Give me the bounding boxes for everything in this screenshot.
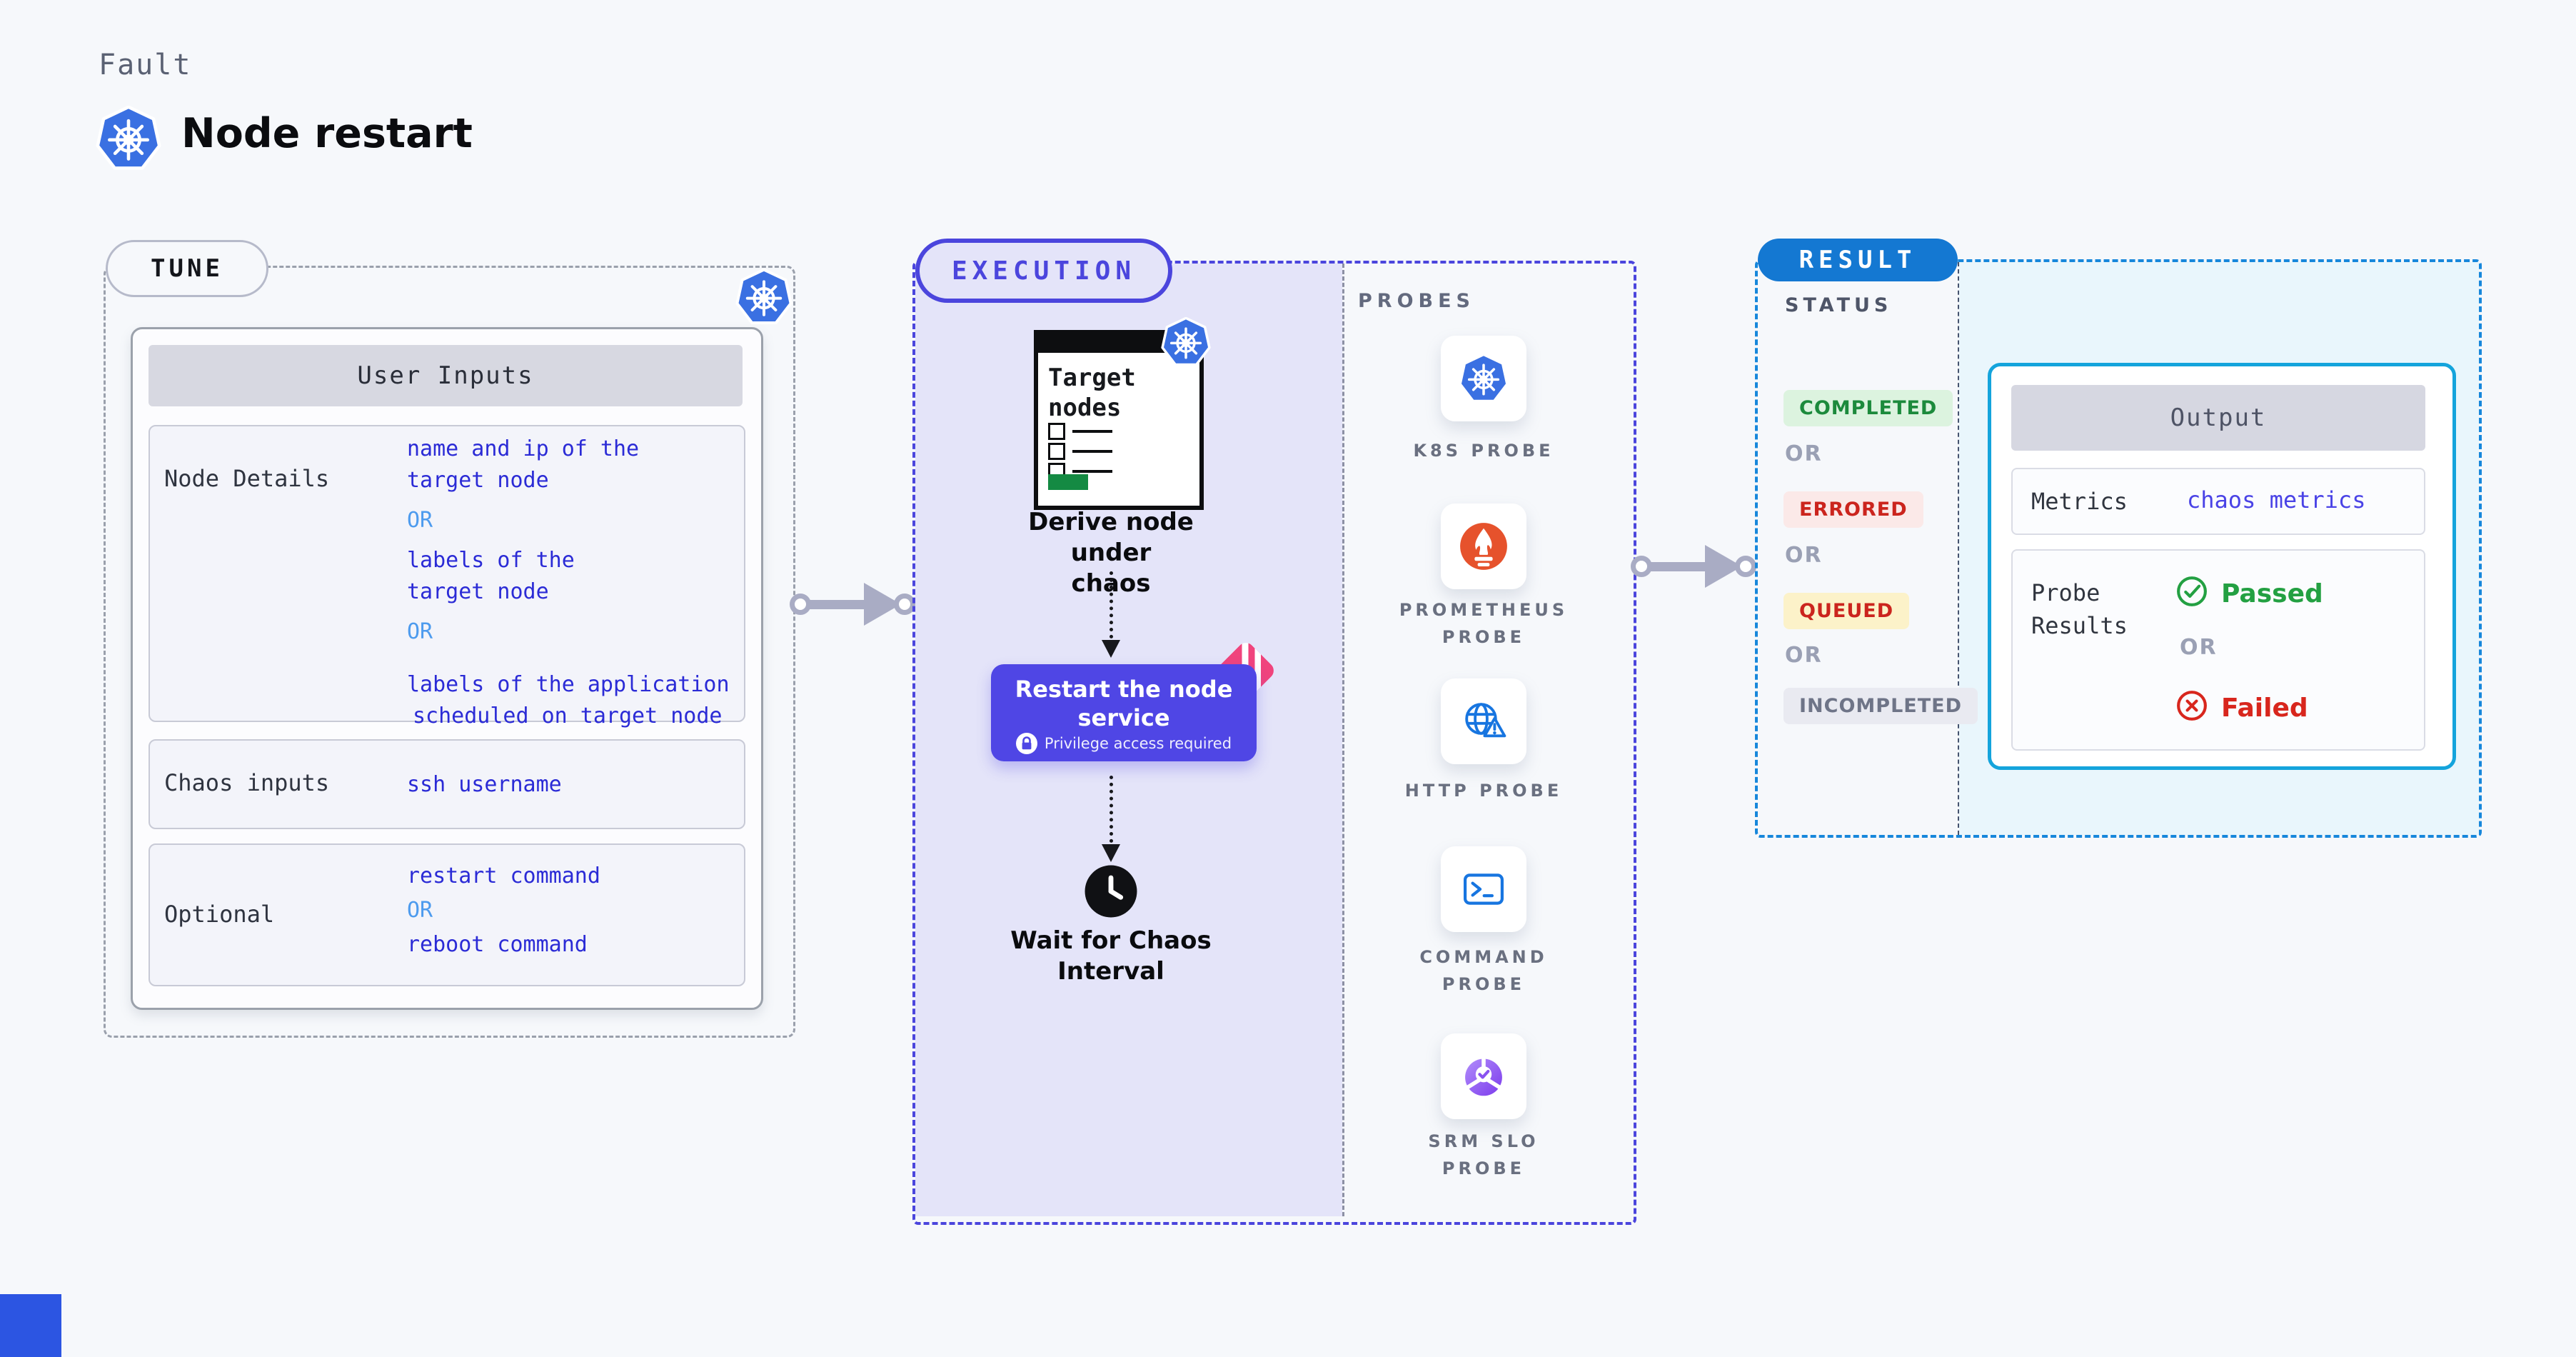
button-label: Restart the node [1015, 676, 1233, 703]
corner-blue-rect [0, 1294, 61, 1357]
probe-label: HTTP PROBE [1404, 781, 1563, 801]
http-globe-icon [1459, 696, 1509, 746]
fault-eyebrow: Fault [99, 49, 192, 81]
or-separator: OR [407, 619, 433, 644]
dotted-arrow [1110, 571, 1113, 639]
value-line: target node [407, 468, 549, 493]
row-label: Metrics [2031, 488, 2128, 515]
srm-slo-icon [1459, 1051, 1509, 1101]
probe-label: SRM SLO PROBE [1428, 1131, 1539, 1178]
x-circle-icon [2175, 689, 2208, 722]
or-separator: OR [407, 898, 433, 923]
execution-section [912, 261, 1636, 1225]
status-badge-completed: COMPLETED [1783, 390, 1953, 426]
or-separator: OR [1785, 441, 1823, 466]
value-line: restart command [407, 863, 600, 888]
privilege-note-text: Privilege access required [1044, 735, 1232, 752]
row-label: Chaos inputs [164, 769, 330, 796]
metrics-value: chaos metrics [2187, 486, 2366, 514]
clock-icon [1084, 864, 1138, 918]
status-badge-incompleted: INCOMPLETED [1783, 688, 1978, 724]
table-row-node-details: Node Details name and ip of the target n… [149, 425, 745, 728]
value-line: ssh username [407, 772, 562, 797]
dotted-arrow-head [1102, 844, 1120, 862]
table-row-chaos-inputs: Chaos inputs ssh username [149, 739, 745, 829]
table-row-optional: Optional restart command OR reboot comma… [149, 843, 745, 986]
or-separator: OR [407, 508, 433, 533]
tune-section [104, 266, 795, 1038]
restart-node-service-step: Restart the node service Privilege acces… [991, 639, 1277, 761]
value-line: target node [407, 579, 549, 604]
green-progress-bar [1048, 474, 1088, 490]
arrow-tune-to-execution [790, 583, 915, 626]
probe-card-command [1441, 846, 1526, 932]
probe-card-http [1441, 678, 1526, 764]
or-separator: OR [1785, 643, 1823, 668]
probe-label: K8S PROBE [1413, 441, 1554, 461]
row-label: Node Details [164, 465, 330, 492]
status-badge-queued: QUEUED [1783, 593, 1910, 629]
value-line: labels of the [407, 548, 575, 573]
kubernetes-icon [1161, 317, 1211, 367]
prometheus-icon [1459, 521, 1509, 571]
restart-service-button: Restart the node service Privilege acces… [991, 664, 1257, 761]
user-inputs-title: User Inputs [149, 345, 743, 406]
result-badge: RESULT [1758, 239, 1958, 281]
row-values: restart command OR reboot command [407, 861, 735, 961]
lock-icon [1016, 733, 1037, 754]
probe-label: COMMAND PROBE [1419, 947, 1548, 994]
kubernetes-icon [1459, 354, 1509, 404]
output-title: Output [2011, 385, 2425, 451]
button-label: service [1077, 704, 1170, 731]
or-separator: OR [1785, 543, 1823, 568]
failed-label: Failed [2221, 693, 2308, 723]
row-label: Probe Results [2031, 579, 2128, 639]
arrow-execution-to-result [1631, 545, 1756, 588]
dotted-arrow-head [1102, 640, 1120, 658]
row-values: ssh username [407, 769, 735, 801]
row-values: name and ip of the target node OR labels… [407, 434, 735, 732]
terminal-icon [1459, 864, 1509, 914]
value-line: labels of the application [407, 672, 730, 697]
checkbox-row [1048, 423, 1155, 440]
status-output-divider [1958, 262, 1959, 835]
page-title: Node restart [181, 110, 473, 157]
execution-probes-divider [1342, 264, 1344, 1216]
output-row-metrics: Metrics chaos metrics [2011, 468, 2425, 535]
probes-heading: PROBES [1358, 290, 1476, 312]
checkbox-row [1048, 443, 1155, 460]
kubernetes-icon [96, 106, 161, 171]
value-line: reboot command [407, 932, 588, 957]
or-separator: OR [2180, 635, 2218, 660]
value-line: scheduled on target node [413, 703, 723, 728]
probe-card-k8s [1441, 336, 1526, 421]
user-inputs-card: User Inputs Node Details name and ip of … [131, 327, 763, 1010]
probe-card-prometheus [1441, 504, 1526, 589]
kubernetes-icon [735, 269, 793, 326]
clipboard-title: Target nodes [1048, 364, 1136, 422]
output-row-probe-results: Probe Results Passed OR Failed [2011, 549, 2425, 751]
execution-badge: EXECUTION [915, 239, 1172, 303]
value-line: name and ip of the [407, 436, 640, 461]
row-label: Optional [164, 901, 275, 928]
check-circle-icon [2175, 575, 2208, 608]
probe-label: PROMETHEUS PROBE [1399, 600, 1569, 647]
tune-badge: TUNE [106, 240, 268, 297]
dotted-arrow [1110, 776, 1113, 843]
output-card: Output Metrics chaos metrics Probe Resul… [1988, 363, 2456, 770]
status-badge-errored: ERRORED [1783, 491, 1923, 528]
status-heading: STATUS [1785, 294, 1893, 316]
passed-label: Passed [2221, 579, 2323, 609]
probe-card-srm-slo [1441, 1033, 1526, 1119]
privilege-note: Privilege access required [991, 733, 1257, 754]
